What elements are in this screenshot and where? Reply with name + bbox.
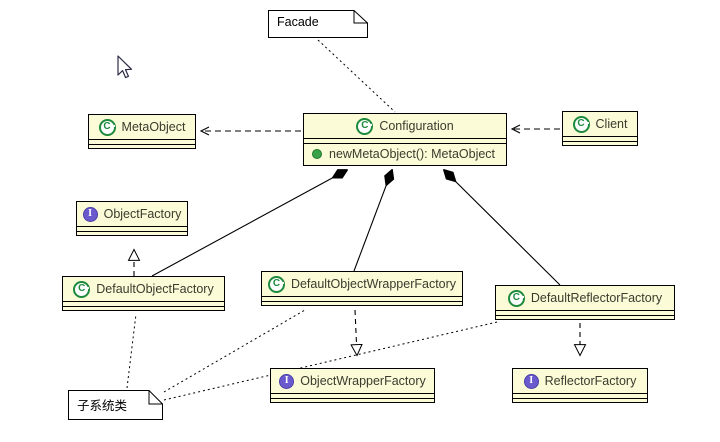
method-row[interactable]: newMetaObject(): MetaObject (312, 147, 498, 161)
class-icon: C (73, 280, 91, 298)
empty-compartment (496, 310, 674, 315)
class-defaultobjectwrapperfactory[interactable]: C DefaultObjectWrapperFactory (261, 271, 463, 306)
interface-reflectorfactory-label: ReflectorFactory (544, 374, 637, 388)
interface-icon: I (523, 373, 539, 389)
edge-subsystem-defaultobjectfactory (126, 313, 137, 389)
class-defaultobjectwrapperfactory-header: C DefaultObjectWrapperFactory (262, 272, 462, 296)
class-client-header: C Client (563, 112, 637, 136)
class-configuration-methods: newMetaObject(): MetaObject (304, 143, 506, 165)
class-configuration-header: C Configuration (304, 114, 506, 138)
interface-icon: I (82, 206, 98, 222)
empty-compartment (563, 136, 637, 141)
note-subsystem-text: 子系统类 (77, 398, 128, 413)
edge-defaultobjectwrapperfactory-objectwrapperfactory (350, 309, 363, 357)
class-icon: C (572, 115, 590, 133)
empty-compartment (496, 315, 674, 319)
class-configuration[interactable]: C Configuration newMetaObject(): MetaObj… (303, 113, 507, 166)
empty-compartment (271, 393, 434, 398)
empty-compartment (563, 141, 637, 145)
class-defaultreflectorfactory-header: C DefaultReflectorFactory (496, 286, 674, 310)
class-metaobject-label: MetaObject (121, 120, 186, 134)
empty-compartment (262, 301, 462, 305)
empty-compartment (77, 231, 187, 235)
class-defaultreflectorfactory-label: DefaultReflectorFactory (530, 291, 663, 305)
interface-reflectorfactory-header: I ReflectorFactory (513, 369, 647, 393)
empty-compartment (63, 301, 224, 306)
edge-facade-configuration (317, 39, 396, 113)
method-label: newMetaObject(): MetaObject (329, 147, 496, 161)
empty-compartment (513, 393, 647, 398)
edge-configuration-defaultobjectwrapperfactory (353, 170, 392, 272)
interface-objectwrapperfactory[interactable]: I ObjectWrapperFactory (270, 368, 435, 403)
empty-compartment (77, 226, 187, 231)
member-dot-icon (312, 149, 322, 159)
mouse-cursor-icon (117, 55, 133, 79)
interface-objectfactory-header: I ObjectFactory (77, 202, 187, 226)
class-icon: C (356, 117, 374, 135)
class-defaultobjectwrapperfactory-label: DefaultObjectWrapperFactory (290, 277, 457, 291)
empty-compartment (89, 139, 195, 144)
note-facade[interactable]: Facade (268, 10, 368, 38)
edge-configuration-defaultreflectorfactory (444, 170, 561, 286)
interface-objectwrapperfactory-label: ObjectWrapperFactory (300, 374, 426, 388)
interface-icon: I (279, 373, 295, 389)
empty-compartment (304, 138, 506, 143)
class-icon: C (98, 118, 116, 136)
class-defaultreflectorfactory[interactable]: C DefaultReflectorFactory (495, 285, 675, 320)
note-subsystem[interactable]: 子系统类 (68, 390, 163, 420)
class-icon: C (267, 275, 285, 293)
class-configuration-label: Configuration (379, 119, 454, 133)
empty-compartment (89, 144, 195, 148)
class-icon: C (507, 289, 525, 307)
interface-objectfactory-label: ObjectFactory (103, 207, 182, 221)
interface-objectwrapperfactory-header: I ObjectWrapperFactory (271, 369, 434, 393)
note-facade-text: Facade (277, 15, 319, 29)
empty-compartment (63, 306, 224, 310)
empty-compartment (513, 398, 647, 402)
class-metaobject[interactable]: C MetaObject (88, 114, 196, 149)
note-shape (268, 10, 368, 38)
class-defaultobjectfactory-header: C DefaultObjectFactory (63, 277, 224, 301)
interface-reflectorfactory[interactable]: I ReflectorFactory (512, 368, 648, 403)
empty-compartment (271, 398, 434, 402)
class-defaultobjectfactory[interactable]: C DefaultObjectFactory (62, 276, 225, 311)
note-shape (68, 390, 163, 420)
class-defaultobjectfactory-label: DefaultObjectFactory (96, 282, 214, 296)
class-client[interactable]: C Client (562, 111, 638, 146)
empty-compartment (262, 296, 462, 301)
class-metaobject-header: C MetaObject (89, 115, 195, 139)
interface-objectfactory[interactable]: I ObjectFactory (76, 201, 188, 236)
class-client-label: Client (595, 117, 628, 131)
